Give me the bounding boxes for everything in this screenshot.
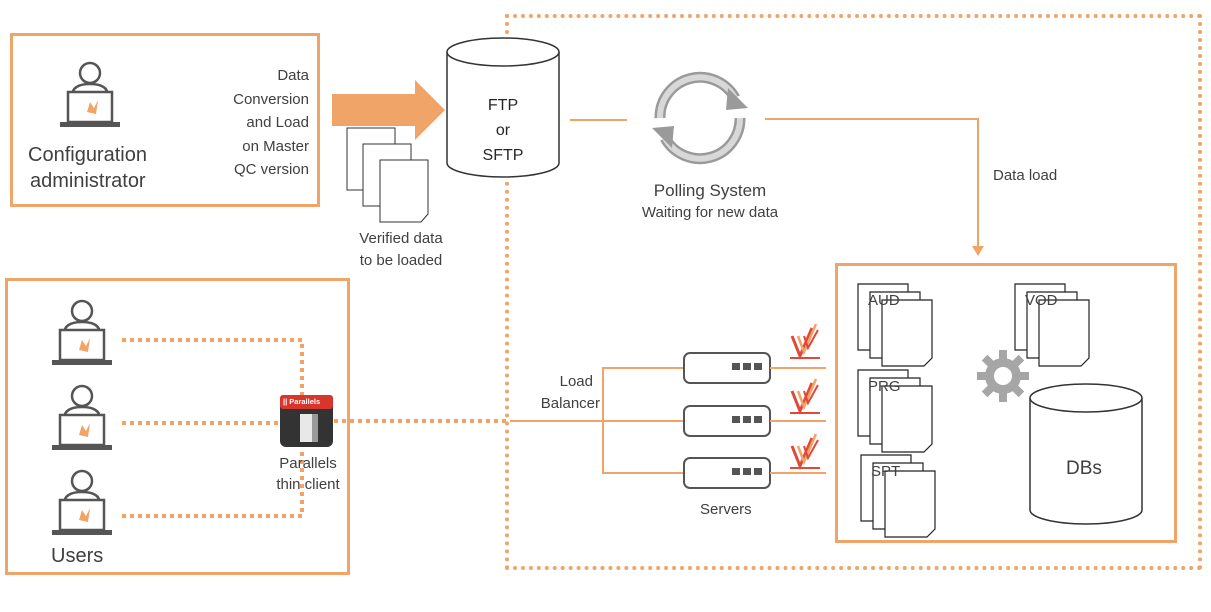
load-balancer-connectors (510, 367, 683, 474)
data-load-arrowhead (972, 246, 984, 256)
server-icon-3 (683, 457, 771, 489)
load-balancer-text: Load Balancer (520, 371, 600, 415)
conversion-text: Data Conversion and Load on Master QC ve… (200, 64, 309, 182)
app-logo-icon-3 (788, 432, 822, 470)
verified-document-stack-icon (346, 127, 429, 223)
load-balancer-line1: Load (559, 373, 593, 390)
users-box (5, 278, 350, 575)
conversion-line5: QC version (233, 161, 309, 178)
verified-text: Verified data to be loaded (340, 228, 462, 272)
doc-label-vod: VOD (1025, 292, 1058, 309)
parallels-text: Parallels thin client (258, 453, 358, 495)
config-admin-label-line1: Configuration (28, 144, 147, 166)
data-load-connector (765, 118, 979, 248)
ftp-line3: SFTP (482, 147, 524, 164)
parallels-line2: thin client (276, 476, 340, 493)
ftp-line1: FTP (487, 97, 519, 114)
users-label: Users (51, 545, 104, 567)
environment-boundary (505, 14, 1202, 570)
conversion-line2: Conversion (233, 90, 309, 108)
user-laptop-icon-3 (50, 469, 114, 537)
server-icon-2 (683, 405, 771, 437)
doc-label-prg: PRG (868, 378, 901, 395)
conversion-line4: on Master (242, 137, 309, 155)
config-admin-laptop-icon (58, 61, 122, 129)
polling-refresh-cycle-icon (652, 71, 748, 165)
dbs-database-cylinder-icon (1029, 383, 1143, 525)
app-logo-icon-1 (788, 322, 822, 360)
config-admin-box (10, 33, 320, 207)
ftp-database-cylinder-icon (446, 37, 560, 178)
parallels-logo-text: || Parallels (283, 397, 321, 406)
ftp-text: FTP or SFTP (463, 93, 543, 168)
conversion-arrow-icon (332, 80, 445, 140)
doc-label-spt: SPT (871, 463, 901, 480)
ftp-line2: or (495, 122, 511, 139)
server-icon-1 (683, 352, 771, 384)
user-laptop-icon-2 (50, 384, 114, 452)
verified-line1: Verified data (359, 230, 443, 247)
user-dotted-connectors (122, 338, 510, 518)
servers-label: Servers (700, 501, 752, 518)
app-logo-icon-2 (788, 377, 822, 415)
parallels-logo-icon (280, 395, 333, 447)
config-admin-label-line2: administrator (30, 170, 146, 192)
polling-title: Polling System (653, 181, 767, 200)
databases-box (835, 263, 1177, 543)
polling-text: Polling System Waiting for new data (610, 180, 810, 224)
server-db-connectors (770, 367, 826, 474)
polling-subtitle: Waiting for new data (641, 204, 779, 221)
user-laptop-icon-1 (50, 299, 114, 367)
dbs-label: DBs (1066, 458, 1102, 479)
load-balancer-line2: Balancer (540, 395, 600, 412)
gear-icon (977, 350, 1029, 402)
conversion-line3: and Load (246, 114, 309, 131)
conversion-line1: Data (277, 67, 309, 84)
parallels-line1: Parallels (279, 455, 337, 472)
doc-label-aud: AUD (868, 292, 900, 309)
data-load-label: Data load (993, 167, 1058, 184)
verified-line2: to be loaded (359, 252, 443, 269)
